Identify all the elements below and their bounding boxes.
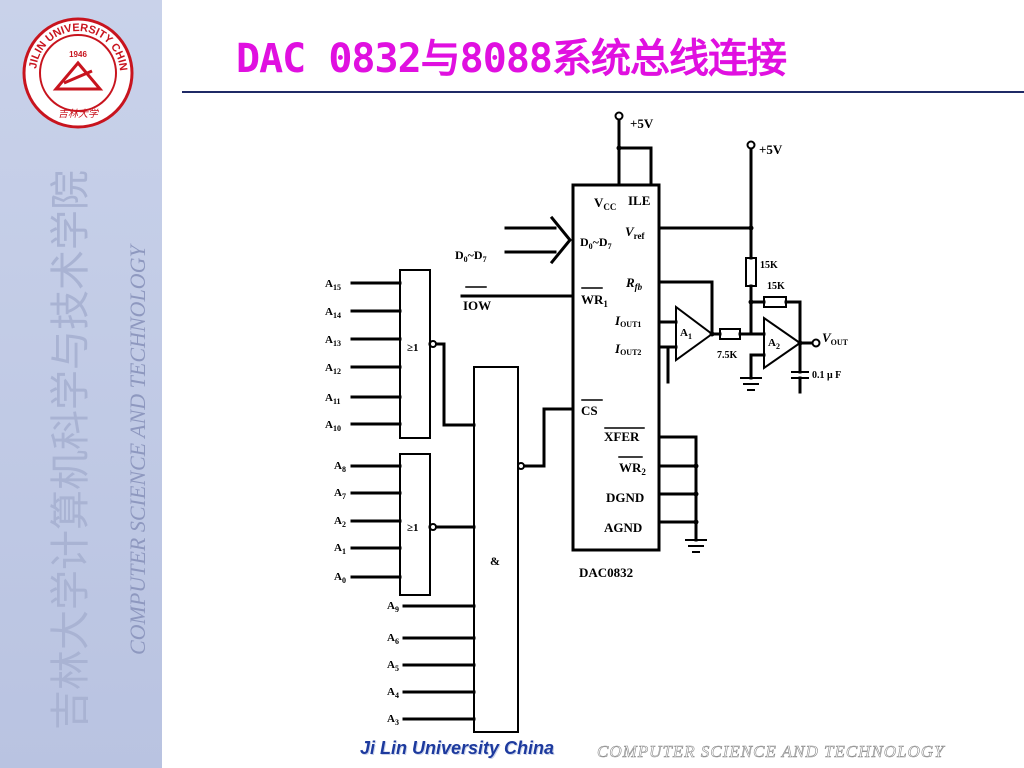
vcc-right-label: +5V [759, 142, 783, 157]
pin-ile: ILE [628, 193, 650, 208]
addr-label: A4 [387, 686, 399, 700]
vout-label: VOUT [822, 330, 849, 347]
pin-vcc: VCC [594, 195, 616, 212]
pin-vref: Vref [625, 224, 645, 241]
pin-rfb: Rfb [625, 275, 643, 292]
or-gate-top-symbol: ≥1 [407, 342, 419, 354]
opamp-a1-label: A1 [680, 327, 692, 341]
pin-data: D0~D7 [580, 235, 612, 251]
logo-year: 1946 [69, 50, 87, 59]
footer-university-name: Ji Lin University China [360, 738, 555, 758]
vcc-terminal-right [746, 140, 756, 150]
chip-name-label: DAC0832 [579, 565, 633, 580]
opamp-a2-label: A2 [768, 337, 780, 351]
logo-script: 吉林大学 [58, 108, 99, 120]
pin-iout2: IOUT2 [614, 341, 641, 357]
pin-xfer: XFER [604, 429, 640, 444]
vout-terminal [811, 338, 821, 348]
and-gate-symbol: & [490, 554, 500, 568]
footer-department-name: COMPUTER SCIENCE AND TECHNOLOGY [597, 742, 945, 762]
or-gate-top [399, 269, 431, 439]
r-feedback-label: 15K [767, 281, 785, 292]
opamp-a2 [763, 316, 802, 370]
and-gate [473, 366, 519, 733]
addr-label: A1 [334, 542, 346, 556]
addr-label: A7 [334, 487, 346, 501]
title-divider [182, 91, 1024, 93]
or-bottom-output-bubble [429, 523, 437, 531]
iow-label: IOW [463, 298, 491, 313]
addr-label: A12 [325, 362, 341, 376]
r-series-label: 7.5K [717, 350, 738, 361]
r-vref-label: 15K [760, 260, 778, 271]
vcc-terminal-top [614, 111, 624, 121]
pin-iout1: IOUT1 [614, 313, 641, 329]
pin-wr2: WR2 [619, 460, 646, 477]
or-gate-bottom-symbol: ≥1 [407, 522, 419, 534]
pin-cs: CS [581, 403, 598, 418]
addr-label: A2 [334, 515, 346, 529]
data-bus-label: D0~D7 [455, 248, 487, 264]
addr-label: A0 [334, 571, 346, 585]
cap-label: 0.1 μ F [812, 370, 841, 381]
sidebar-panel: JILIN UNIVERSITY CHINA 1946 吉林大学 吉林大学计算机… [0, 0, 162, 768]
pin-agnd: AGND [604, 520, 642, 535]
addr-label: A6 [387, 632, 399, 646]
resistor-feedback [763, 296, 787, 308]
resistor-series [719, 328, 741, 340]
pin-wr1: WR1 [581, 292, 608, 309]
slide-title: DAC 0832与8088系统总线连接 [236, 36, 787, 82]
or-top-output-bubble [429, 340, 437, 348]
resistor-vref [745, 257, 757, 287]
addr-label: A15 [325, 278, 341, 292]
opamp-a1 [675, 305, 714, 362]
addr-label: A13 [325, 334, 341, 348]
addr-label: A5 [387, 659, 399, 673]
addr-label: A10 [325, 419, 341, 433]
addr-label: A8 [334, 460, 346, 474]
dac-chip-body [571, 183, 661, 552]
jilin-university-logo: JILIN UNIVERSITY CHINA 1946 吉林大学 [22, 17, 134, 129]
addr-label: A11 [325, 392, 341, 406]
addr-label: A3 [387, 713, 399, 727]
pin-dgnd: DGND [606, 490, 644, 505]
vcc-top-label: +5V [630, 116, 654, 131]
addr-label: A9 [387, 600, 399, 614]
and-output-bubble [517, 462, 525, 470]
addr-label: A14 [325, 306, 341, 320]
